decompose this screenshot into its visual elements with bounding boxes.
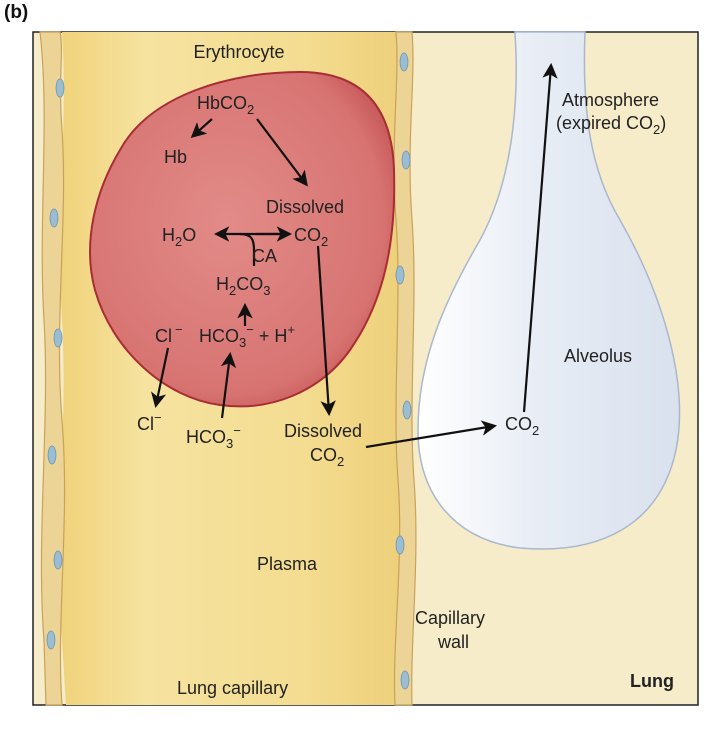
capillary-wall-right [393,31,417,706]
arrow-co2-out-of-rbc [316,245,336,417]
panel-letter: (b) [4,2,29,23]
label-co2-plasma: CO2 [310,445,344,469]
label-hbco2: HbCO2 [197,93,254,117]
label-cl-plasma: Cl− [137,410,162,434]
label-h2o: H2O [162,225,196,249]
arrow-cl-out [151,347,170,409]
label-atmosphere: Atmosphere [562,90,659,110]
arrow-co2-to-alveolus [365,420,498,449]
label-co2-rbc: CO2 [294,225,328,249]
arrow-hco3-in [220,351,237,419]
label-hco3-plasma: HCO3− [186,423,241,451]
label-hco3-rbc: HCO3− + H+ [199,322,295,350]
endothelial-nuclei [46,52,412,690]
capillary-wall-left [39,31,66,706]
reaction-arrows [151,62,558,449]
label-cl-rbc: Cl− [155,322,183,346]
label-capillary-wall-2: wall [437,632,469,652]
label-lung: Lung [630,671,674,691]
ca-bracket [239,232,256,266]
alveolus [417,31,681,550]
arrow-hbco2-to-hb [190,118,213,139]
label-hb: Hb [164,147,187,167]
label-co2-alveolus: CO2 [505,414,539,438]
arrow-hbco2-to-dissolved [256,118,308,187]
label-expired-co2: (expired CO2) [556,113,666,137]
label-alveolus: Alveolus [564,346,632,366]
label-plasma: Plasma [257,554,318,574]
label-erythrocyte: Erythrocyte [193,42,284,62]
erythrocyte-cell [89,70,396,408]
label-ca: CA [252,246,277,266]
label-dissolved-plasma: Dissolved [284,421,362,441]
label-lung-capillary: Lung capillary [177,678,288,698]
label-dissolved-rbc: Dissolved [266,197,344,217]
label-h2co3: H2CO3 [216,274,270,298]
arrow-co2-to-atmosphere [522,62,558,413]
label-capillary-wall: Capillary [415,608,485,628]
